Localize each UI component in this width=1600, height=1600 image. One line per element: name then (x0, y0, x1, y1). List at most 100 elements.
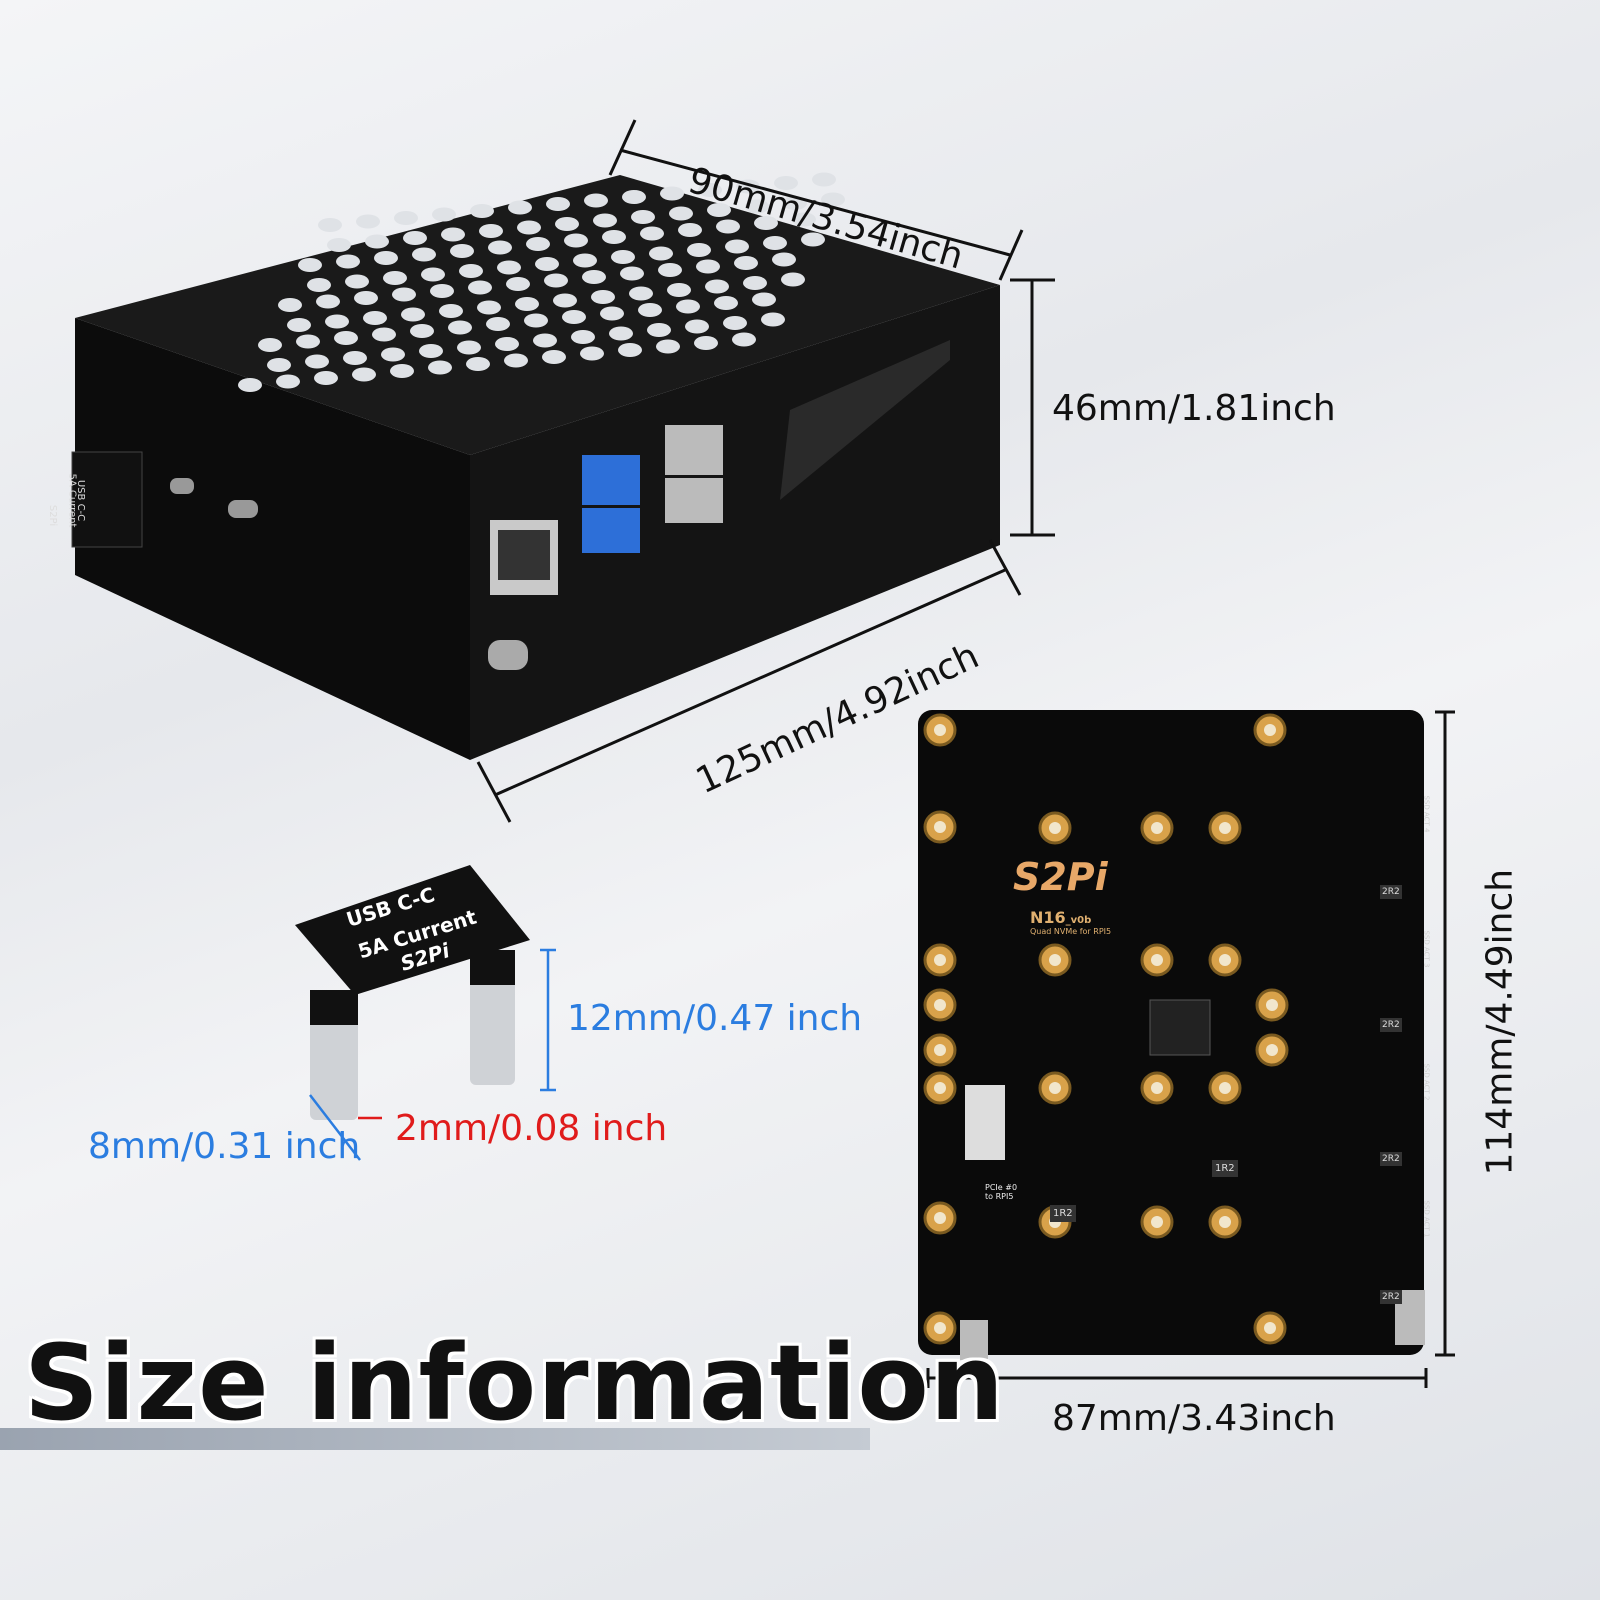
mounting-hole (1151, 1216, 1163, 1228)
mounting-hole (934, 999, 946, 1011)
ssd-label-3: SSD ACT 3 (1422, 930, 1431, 968)
adapter-height-label: 12mm/0.47 inch (567, 998, 863, 1039)
pcb-height-label: 114mm/4.49inch (1479, 868, 1521, 1176)
vent-hole (287, 318, 311, 332)
vent-hole (372, 327, 396, 342)
vent-hole (276, 374, 300, 389)
vent-hole (488, 240, 512, 255)
mounting-hole (1049, 1082, 1061, 1094)
vent-hole (542, 350, 566, 364)
vent-hole (267, 358, 291, 372)
vent-hole (734, 256, 758, 270)
vent-hole (678, 223, 702, 237)
vent-hole (363, 311, 387, 325)
case-side-text-3: S2Pi (47, 504, 59, 527)
vent-hole (584, 193, 608, 208)
vent-hole (725, 239, 749, 254)
vent-hole (307, 278, 331, 292)
mounting-hole (1266, 999, 1278, 1011)
nvme-pcb (918, 710, 1425, 1360)
vent-hole (609, 326, 633, 341)
vent-hole (354, 291, 378, 305)
vent-hole (544, 273, 568, 288)
vent-hole (622, 190, 646, 204)
vent-hole (772, 252, 796, 267)
vent-hole (743, 276, 767, 290)
vent-hole (383, 271, 407, 285)
mounting-hole (1219, 1082, 1231, 1094)
vent-hole (555, 217, 579, 231)
mounting-hole (1219, 954, 1231, 966)
vent-hole (535, 257, 559, 271)
vent-hole (761, 312, 785, 327)
mounting-hole (1151, 1082, 1163, 1094)
vent-hole (504, 353, 528, 368)
vent-hole (631, 210, 655, 224)
vent-hole (298, 258, 322, 272)
mounting-hole (1219, 822, 1231, 834)
vent-hole (669, 206, 693, 221)
mounting-hole (934, 1212, 946, 1224)
pcb-model: N16_v0b (1030, 908, 1091, 927)
vent-hole (506, 277, 530, 291)
vent-hole (649, 246, 673, 261)
vent-hole (403, 231, 427, 245)
vent-hole (573, 253, 597, 268)
inductor-label: 2R2 (1380, 885, 1402, 899)
case-dimension-lines (476, 119, 1055, 823)
vent-hole (305, 354, 329, 369)
vent-hole (553, 293, 577, 308)
inductor-label: 2R2 (1380, 1290, 1402, 1304)
vent-hole (457, 340, 481, 355)
vent-hole (600, 306, 624, 321)
inductor-label: 1R2 (1212, 1160, 1238, 1177)
inductor-label: 2R2 (1380, 1152, 1402, 1166)
mounting-hole (1151, 954, 1163, 966)
mounting-hole (934, 1322, 946, 1334)
vent-hole (526, 237, 550, 251)
vent-hole (781, 272, 805, 287)
vent-hole (685, 319, 709, 334)
vent-hole (821, 192, 845, 207)
vent-hole (698, 183, 722, 197)
pcb-logo: S2Pi (1013, 855, 1108, 899)
vent-hole (533, 333, 557, 348)
vent-hole (390, 364, 414, 378)
vent-hole (325, 314, 349, 329)
vent-hole (421, 267, 445, 282)
vent-hole (602, 230, 626, 244)
vent-hole (638, 303, 662, 317)
vent-hole (410, 324, 434, 338)
vent-hole (381, 347, 405, 362)
vent-hole (647, 323, 671, 337)
vent-hole (745, 199, 769, 214)
vent-hole (687, 243, 711, 257)
vent-hole (412, 247, 436, 262)
vent-hole (314, 371, 338, 385)
vent-hole (801, 232, 825, 247)
vent-hole (316, 294, 340, 309)
vent-hole (486, 317, 510, 331)
vent-hole (466, 357, 490, 371)
vent-hole (714, 296, 738, 310)
vent-hole (477, 300, 501, 315)
vent-hole (716, 219, 740, 234)
vent-hole (812, 172, 836, 187)
vent-hole (394, 211, 418, 225)
vent-hole (517, 220, 541, 235)
vent-hole (562, 310, 586, 324)
adapter-gap-label: 2mm/0.08 inch (395, 1108, 668, 1149)
vent-hole (470, 204, 494, 218)
vent-hole (238, 378, 262, 392)
vent-hole (705, 279, 729, 294)
vent-hole (629, 286, 653, 301)
mounting-hole (1264, 724, 1276, 736)
vent-hole (611, 250, 635, 264)
vent-hole (752, 292, 776, 307)
vent-hole (327, 238, 351, 252)
vent-hole (352, 367, 376, 382)
case-height-label: 46mm/1.81inch (1052, 388, 1336, 429)
mounting-hole (934, 724, 946, 736)
vent-hole (258, 338, 282, 352)
ssd-label-4: SSD ACT 4 (1422, 795, 1431, 833)
